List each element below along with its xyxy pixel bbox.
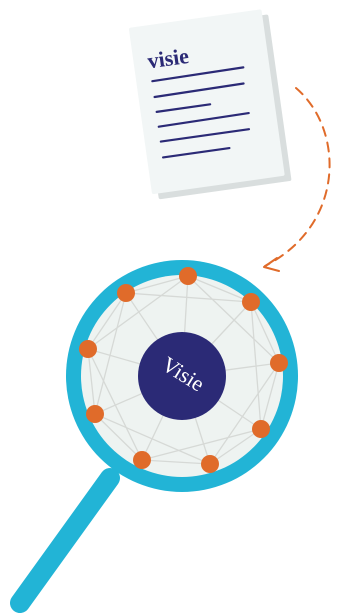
network-line <box>260 362 280 430</box>
network-line <box>87 292 127 350</box>
document-line <box>159 128 251 143</box>
network-node <box>117 284 135 302</box>
network-node <box>133 451 151 469</box>
network-line <box>187 275 252 303</box>
document-line <box>153 82 245 99</box>
network-line <box>94 292 127 415</box>
dashed-arrow-head <box>263 257 280 272</box>
network-line <box>141 459 211 465</box>
network-line <box>94 413 143 461</box>
network-node <box>79 340 97 358</box>
network-node <box>252 420 270 438</box>
document-icon: visie <box>128 9 292 200</box>
document-heading: visie <box>146 43 191 74</box>
network-nodes <box>79 267 288 473</box>
document-line <box>161 146 231 159</box>
network-line <box>87 348 143 461</box>
network-line <box>209 428 262 465</box>
center-circle <box>138 332 226 420</box>
network-line <box>87 275 189 350</box>
document-line <box>151 66 245 83</box>
magnifying-glass-icon: Visie <box>10 260 298 613</box>
dashed-curved-arrow-icon <box>263 87 331 272</box>
network-line <box>187 275 280 364</box>
network-line <box>250 301 280 364</box>
document-line <box>157 111 250 128</box>
network-line <box>141 428 262 461</box>
network-line <box>125 275 189 294</box>
document-line <box>155 103 212 113</box>
magnifier-handle <box>10 468 120 613</box>
network-node <box>179 267 197 285</box>
network-node <box>201 455 219 473</box>
network-line <box>209 362 280 465</box>
network-line <box>87 348 96 415</box>
dashed-arrow-path <box>264 87 331 267</box>
network-node <box>242 293 260 311</box>
network-line <box>125 292 252 303</box>
network-node <box>86 405 104 423</box>
document-paper <box>128 9 285 195</box>
network-node <box>270 354 288 372</box>
document-text-lines <box>151 66 251 159</box>
